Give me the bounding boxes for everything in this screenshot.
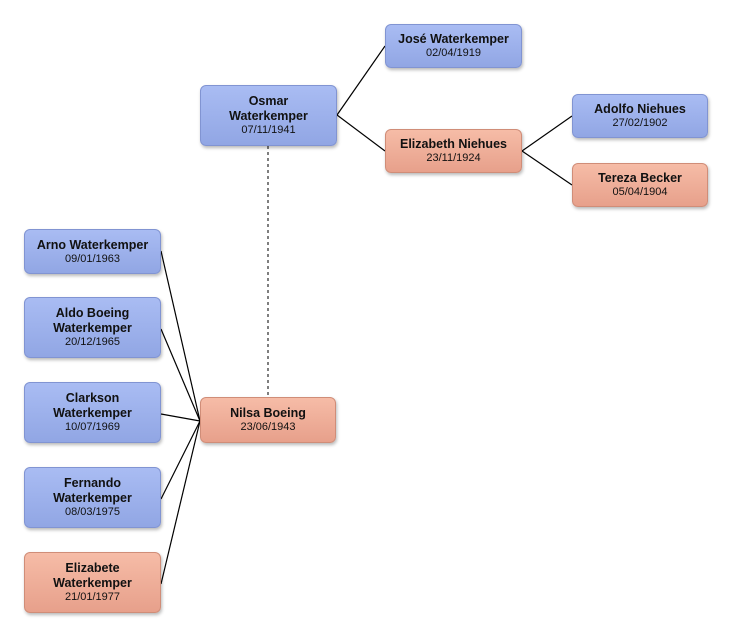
link-nilsa-fernando <box>160 420 201 500</box>
parent-links-osmar <box>336 45 386 152</box>
person-birth-date: 05/04/1904 <box>612 186 668 198</box>
link-elizabeth-adolfo <box>521 115 573 152</box>
person-name: Adolfo Niehues <box>594 102 686 116</box>
person-name: Tereza Becker <box>598 171 682 185</box>
person-birth-date: 10/07/1969 <box>64 421 121 433</box>
person-birth-date: 27/02/1902 <box>612 117 668 129</box>
person-osmar-waterkemper[interactable]: Osmar Waterkemper 07/11/1941 <box>200 85 337 146</box>
link-nilsa-clarkson <box>160 413 201 422</box>
person-name: Aldo Boeing Waterkemper <box>53 306 132 335</box>
person-birth-date: 07/11/1941 <box>241 124 296 136</box>
person-name: Nilsa Boeing <box>230 406 306 420</box>
person-name: Elizabete Waterkemper <box>53 561 132 590</box>
person-name: José Waterkemper <box>398 32 509 46</box>
person-name: Arno Waterkemper <box>36 237 149 252</box>
link-nilsa-elizabete <box>160 420 201 585</box>
person-birth-date: 21/01/1977 <box>64 591 121 603</box>
link-nilsa-arno <box>160 250 201 422</box>
link-elizabeth-tereza <box>521 150 573 186</box>
link-osmar-jose <box>336 45 386 116</box>
person-name: Fernando Waterkemper <box>53 476 132 505</box>
person-elizabete-waterkemper[interactable]: Elizabete Waterkemper 21/01/1977 <box>24 552 161 613</box>
person-name: Clarkson Waterkemper <box>53 391 132 420</box>
person-fernando-waterkemper[interactable]: Fernando Waterkemper 08/03/1975 <box>24 467 161 528</box>
person-birth-date: 09/01/1963 <box>64 252 121 265</box>
person-birth-date: 20/12/1965 <box>64 336 121 348</box>
person-jose-waterkemper[interactable]: José Waterkemper 02/04/1919 <box>385 24 522 68</box>
link-nilsa-aldo <box>160 328 201 422</box>
person-elizabeth-niehues[interactable]: Elizabeth Niehues 23/11/1924 <box>385 129 522 173</box>
person-birth-date: 02/04/1919 <box>425 47 482 59</box>
person-arno-waterkemper[interactable]: Arno Waterkemper 09/01/1963 <box>24 229 161 274</box>
person-aldo-boeing-waterkemper[interactable]: Aldo Boeing Waterkemper 20/12/1965 <box>24 297 161 358</box>
person-clarkson-waterkemper[interactable]: Clarkson Waterkemper 10/07/1969 <box>24 382 161 443</box>
person-birth-date: 08/03/1975 <box>64 506 121 518</box>
child-links-nilsa <box>160 250 201 585</box>
link-osmar-elizabeth <box>336 114 386 152</box>
parent-links-elizabeth <box>521 115 573 186</box>
person-birth-date: 23/11/1924 <box>426 152 481 164</box>
person-tereza-becker[interactable]: Tereza Becker 05/04/1904 <box>572 163 708 207</box>
person-name: Osmar Waterkemper <box>229 94 308 123</box>
person-nilsa-boeing[interactable]: Nilsa Boeing 23/06/1943 <box>200 397 336 443</box>
person-adolfo-niehues[interactable]: Adolfo Niehues 27/02/1902 <box>572 94 708 138</box>
person-name: Elizabeth Niehues <box>400 137 507 151</box>
person-birth-date: 23/06/1943 <box>240 421 296 433</box>
